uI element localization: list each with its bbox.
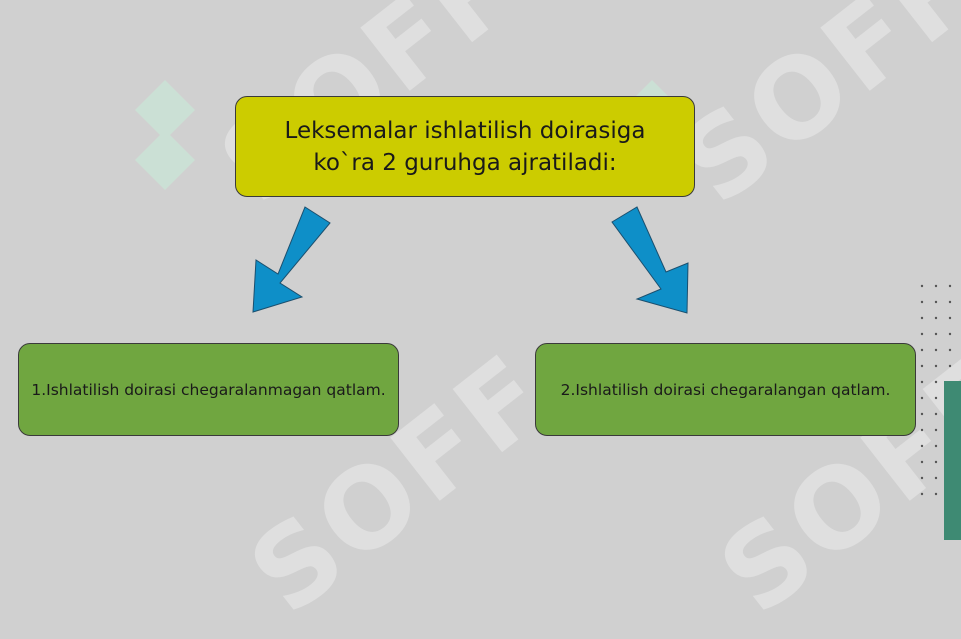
title-box: Leksemalar ishlatilish doirasiga ko`ra 2… [235,96,695,197]
accent-bar [944,381,961,540]
left-item-text: 1.Ishlatilish doirasi chegaralanmagan qa… [31,380,386,399]
arrows [252,206,689,314]
right-item-text: 2.Ishlatilish doirasi chegaralangan qatl… [560,380,891,399]
left-item-box: 1.Ishlatilish doirasi chegaralanmagan qa… [18,343,399,436]
title-text: Leksemalar ishlatilish doirasiga ko`ra 2… [284,117,646,176]
right-item-box: 2.Ishlatilish doirasi chegaralangan qatl… [535,343,916,436]
dot-grid-decoration [920,284,952,496]
right-arrow [611,206,689,314]
left-arrow [252,206,331,313]
